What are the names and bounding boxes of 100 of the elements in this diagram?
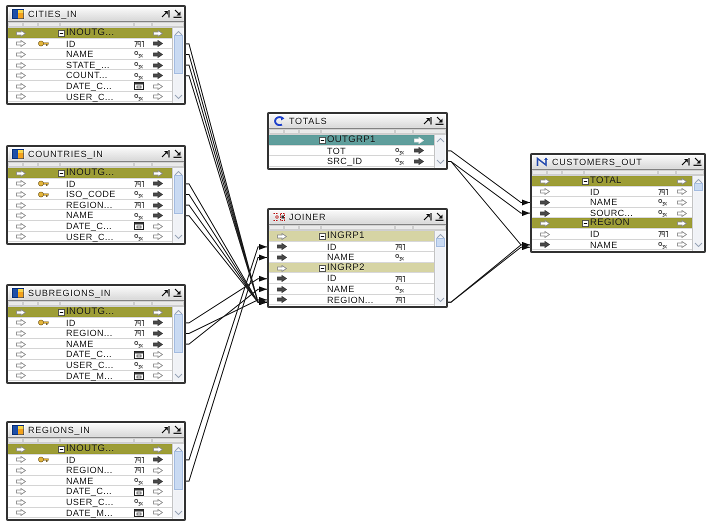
attribute-name: DATE_M... <box>66 508 113 518</box>
attribute-name: ID <box>590 229 600 240</box>
group-name: OUTGRP1 <box>327 135 376 146</box>
attribute-row <box>8 476 172 486</box>
operator-panel <box>267 208 448 308</box>
attribute-name: USER_C... <box>66 232 114 242</box>
attribute-name: NAME <box>66 338 94 350</box>
operator-panel <box>6 5 186 106</box>
operator-panel <box>6 145 186 246</box>
attribute-name: STATE_... <box>66 60 110 70</box>
operator-panel <box>267 112 448 170</box>
attribute-row <box>269 156 434 167</box>
group-row <box>269 231 434 242</box>
operator-panel <box>6 284 186 384</box>
attribute-name: COUNT... <box>66 70 108 81</box>
attribute-name: DATE_C... <box>66 486 112 497</box>
attribute-row <box>532 197 692 208</box>
attribute-row <box>8 189 172 200</box>
attribute-row <box>8 60 172 70</box>
panel-title: TOTALS <box>289 115 328 127</box>
arrow <box>186 296 268 334</box>
panel-title: CITIES_IN <box>28 8 78 20</box>
attribute-name: DATE_C... <box>66 349 112 360</box>
attribute-row <box>8 38 172 50</box>
arrow <box>186 286 268 345</box>
attribute-row <box>8 200 172 210</box>
attribute-name: REGION... <box>66 328 113 339</box>
attribute-name: SRC_ID <box>327 156 362 167</box>
panel-title: CUSTOMERS_OUT <box>552 156 642 168</box>
attribute-row <box>8 81 172 92</box>
attribute-row <box>269 252 434 263</box>
attribute-row <box>8 70 172 81</box>
attribute-name: NAME <box>66 476 94 486</box>
attribute-name: SOURC... <box>590 208 634 218</box>
attribute-row <box>269 273 434 284</box>
attribute-name: ID <box>66 38 76 50</box>
group-name: TOTAL <box>590 176 622 187</box>
attribute-row <box>8 178 172 190</box>
group-row <box>269 135 434 146</box>
group-name: INOUTG... <box>66 168 114 179</box>
attribute-row <box>8 486 172 497</box>
group-name: INOUTG... <box>66 307 114 318</box>
attribute-row <box>8 465 172 476</box>
attribute-name: DATE_M... <box>66 370 113 382</box>
attribute-row <box>8 232 172 242</box>
attribute-name: ID <box>66 454 76 466</box>
attribute-name: NAME <box>66 210 94 221</box>
attribute-name: ID <box>66 178 76 190</box>
attribute-row <box>8 497 172 508</box>
panel-title: JOINER <box>289 211 326 223</box>
attribute-row <box>8 370 172 382</box>
group-row <box>8 307 172 318</box>
attribute-name: ID <box>327 273 337 284</box>
panel-title: COUNTRIES_IN <box>28 148 104 160</box>
attribute-name: USER_C... <box>66 92 114 102</box>
attribute-name: DATE_C... <box>66 221 112 232</box>
attribute-row <box>8 360 172 371</box>
attribute-row <box>269 284 434 295</box>
attribute-row <box>532 229 692 240</box>
attribute-name: REGION... <box>66 200 113 210</box>
group-name: INGRP1 <box>327 231 365 242</box>
attribute-row <box>8 49 172 60</box>
group-row <box>269 262 434 274</box>
attribute-name: USER_C... <box>66 497 114 508</box>
attribute-name: NAME <box>327 284 355 295</box>
attribute-row <box>269 294 434 306</box>
operator-panel <box>6 421 186 522</box>
attribute-name: REGION... <box>327 294 374 306</box>
group-name: INGRP2 <box>327 262 365 274</box>
attribute-name: TOT <box>327 146 346 156</box>
attribute-row <box>8 328 172 339</box>
attribute-name: NAME <box>327 252 355 263</box>
group-row <box>532 218 692 229</box>
attribute-row <box>8 318 172 328</box>
attribute-row <box>8 92 172 102</box>
panel-title: REGIONS_IN <box>28 424 91 436</box>
operator-panel <box>530 153 706 254</box>
attribute-name: ID <box>590 186 600 198</box>
attribute-row <box>532 186 692 198</box>
group-row <box>8 168 172 179</box>
group-name: INOUTG... <box>66 28 114 39</box>
group-row <box>8 28 172 39</box>
group-row <box>8 444 172 455</box>
attribute-name: REGION... <box>66 465 113 476</box>
attribute-row <box>532 240 692 250</box>
group-name: REGION <box>590 218 630 229</box>
arrow <box>186 276 268 324</box>
attribute-name: NAME <box>590 197 618 208</box>
attribute-name: DATE_C... <box>66 81 112 92</box>
attribute-name: ID <box>327 242 337 252</box>
attribute-name: USER_C... <box>66 360 114 371</box>
attribute-name: NAME <box>590 240 618 250</box>
attribute-row <box>8 221 172 232</box>
panel-title: SUBREGIONS_IN <box>28 287 112 299</box>
attribute-row <box>8 338 172 350</box>
attribute-row <box>8 508 172 518</box>
attribute-row <box>532 208 692 218</box>
arrow <box>448 150 530 206</box>
attribute-row <box>269 242 434 252</box>
group-row <box>532 176 692 187</box>
